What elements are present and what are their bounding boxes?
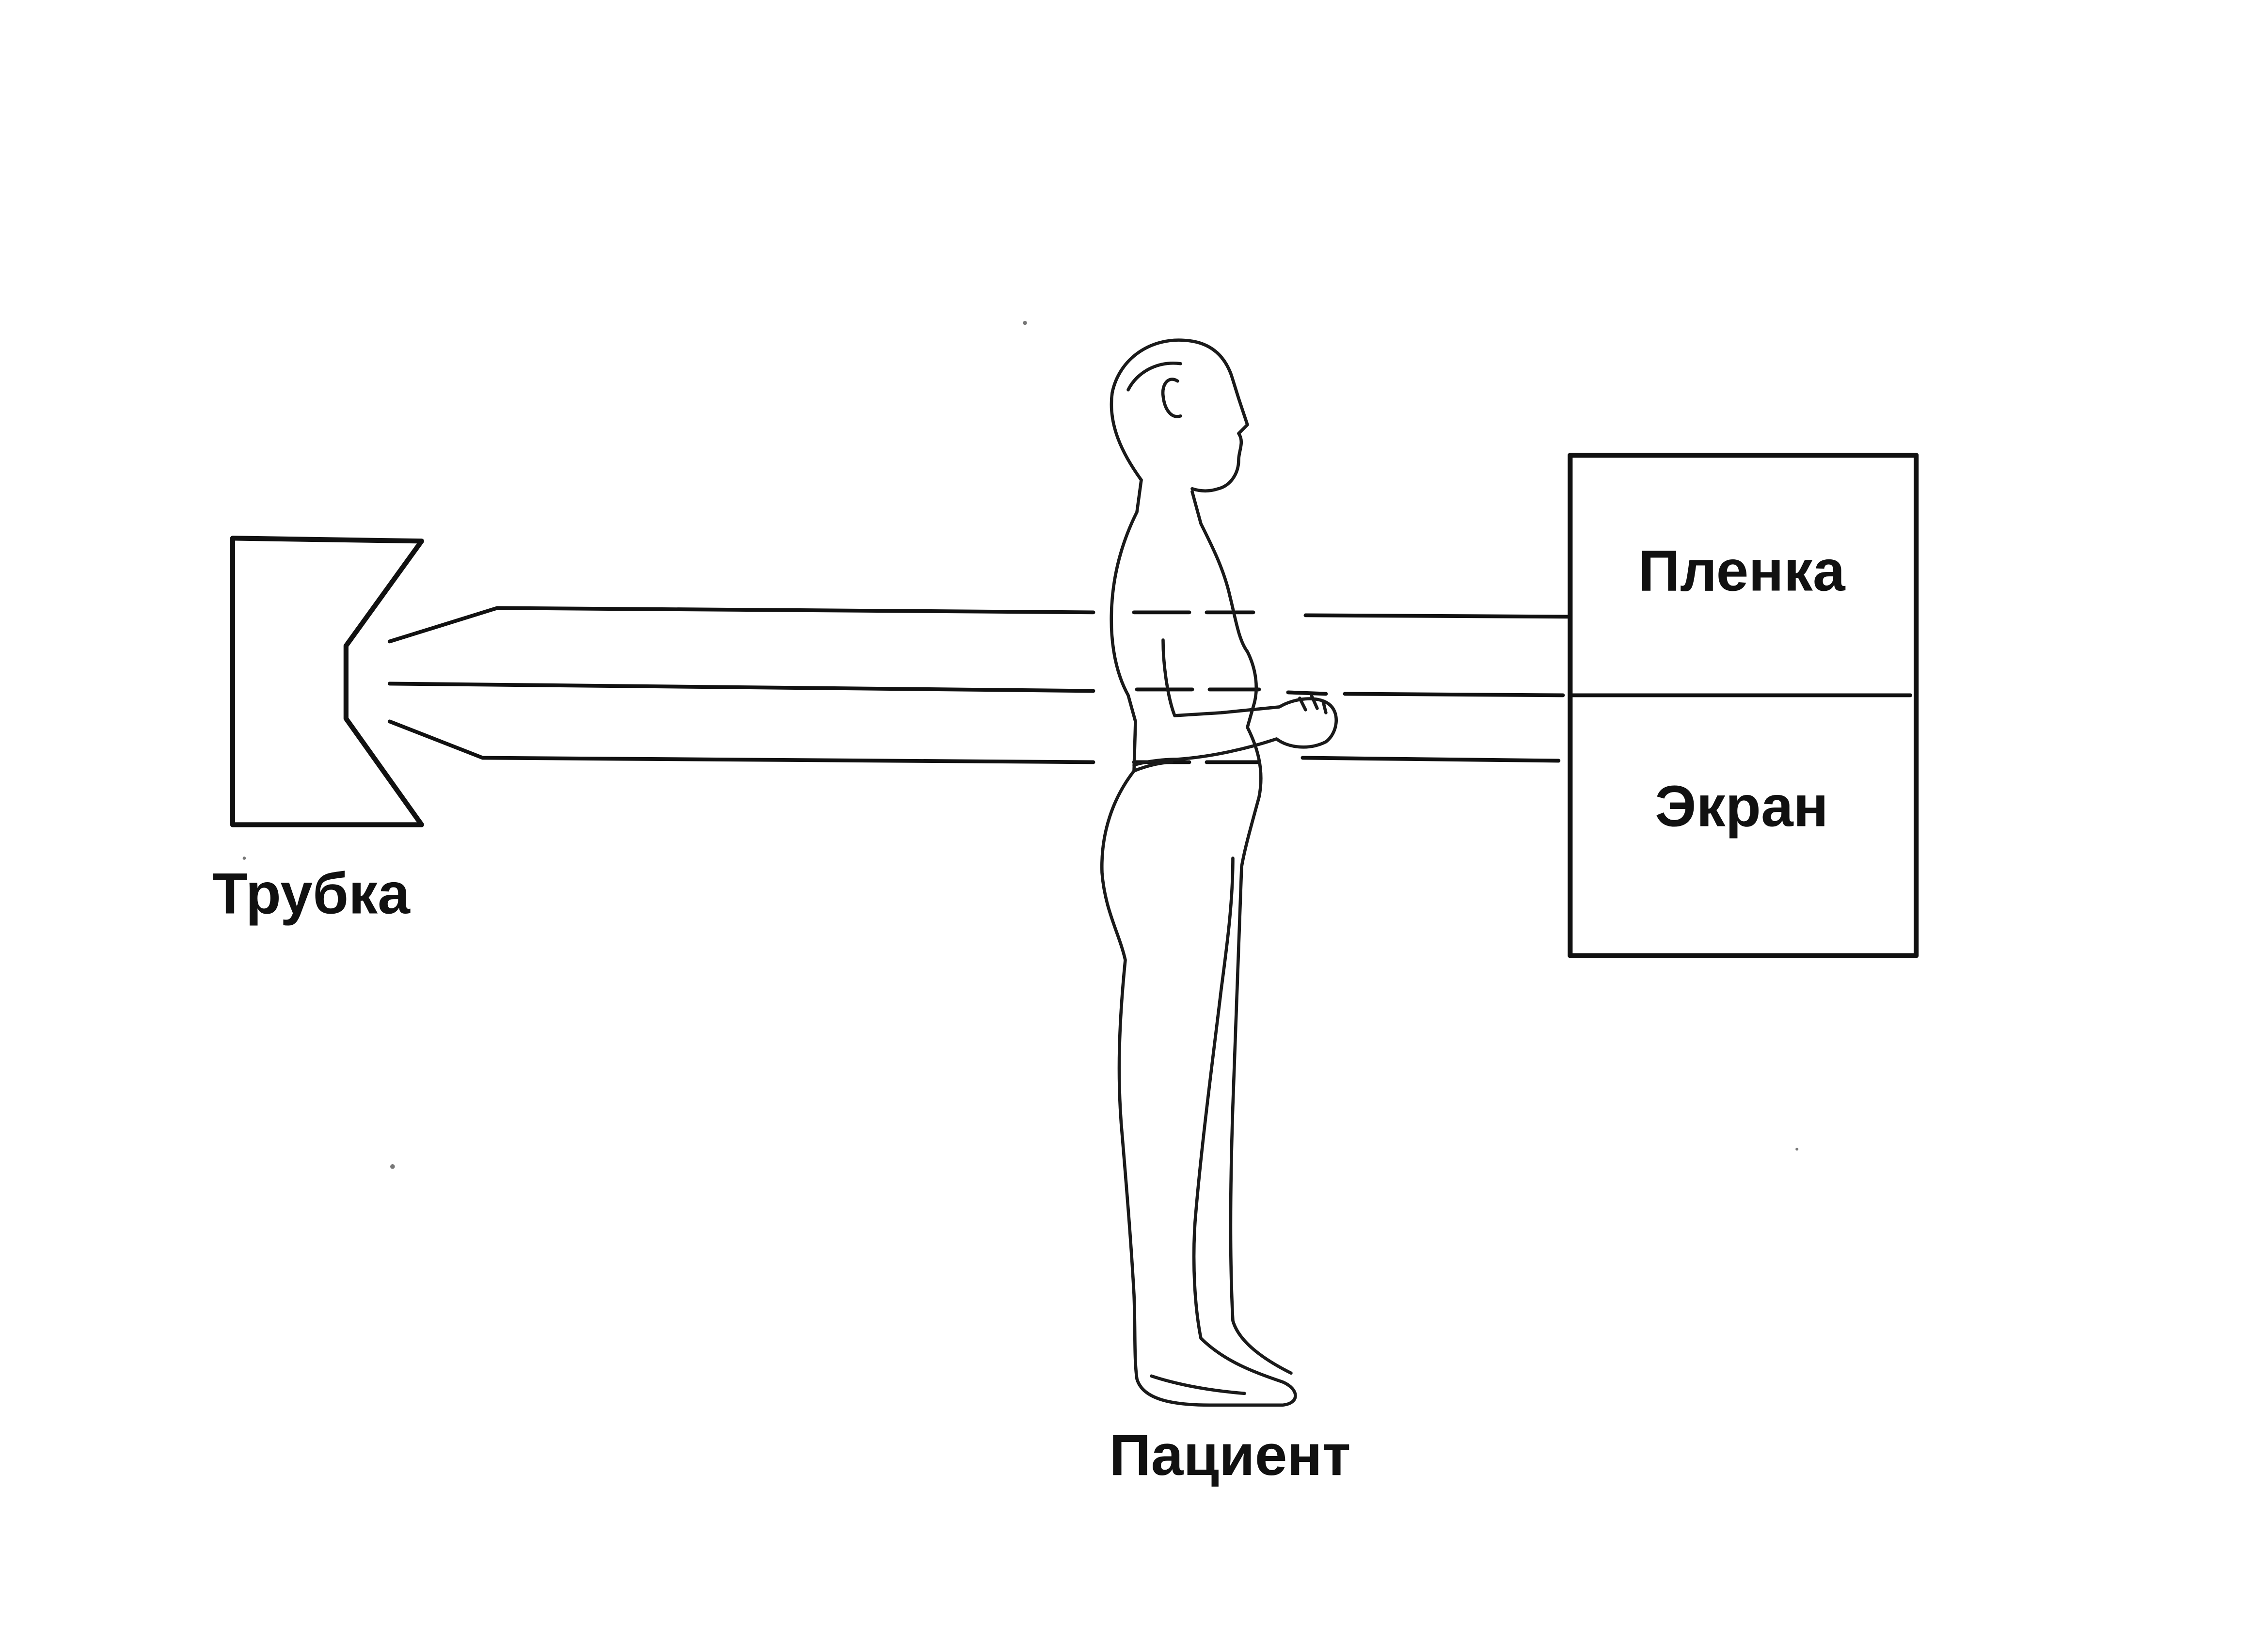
xray-beams bbox=[387, 606, 1572, 764]
speck bbox=[390, 1164, 395, 1169]
cassette-frame bbox=[1568, 453, 1919, 958]
beam-lower bbox=[387, 719, 1095, 764]
tube-outline bbox=[230, 536, 424, 827]
patient-back-outline bbox=[1100, 478, 1297, 1407]
beam-middle-exit bbox=[1343, 692, 1565, 697]
beam-upper-exit bbox=[1303, 613, 1572, 619]
patient-ear bbox=[1161, 378, 1182, 418]
beam-upper bbox=[387, 606, 1095, 644]
patient-head bbox=[1110, 338, 1249, 493]
patient-label: Пациент bbox=[1109, 1423, 1350, 1488]
speck bbox=[1023, 320, 1027, 325]
scan-specks bbox=[242, 320, 1799, 1169]
beam-lower-exit bbox=[1301, 756, 1561, 763]
screen-label: Экран bbox=[1655, 774, 1828, 839]
xray-tube bbox=[230, 536, 424, 827]
patient-rear-foot bbox=[1150, 1374, 1246, 1395]
patient-front-outline bbox=[1190, 490, 1293, 1375]
patient-figure bbox=[1100, 338, 1338, 1407]
patient-fist-knuckles bbox=[1298, 694, 1328, 714]
speck bbox=[242, 856, 246, 860]
film-label: Пленка bbox=[1638, 538, 1846, 603]
tube-label: Трубка bbox=[212, 861, 411, 926]
patient-hairline bbox=[1126, 362, 1182, 392]
cassette bbox=[1568, 453, 1919, 958]
beam-middle-dash-3 bbox=[1286, 690, 1328, 696]
patient-arm bbox=[1132, 638, 1338, 767]
speck bbox=[1795, 1147, 1799, 1151]
patient-hip bbox=[1132, 761, 1174, 773]
beam-middle bbox=[387, 681, 1095, 693]
